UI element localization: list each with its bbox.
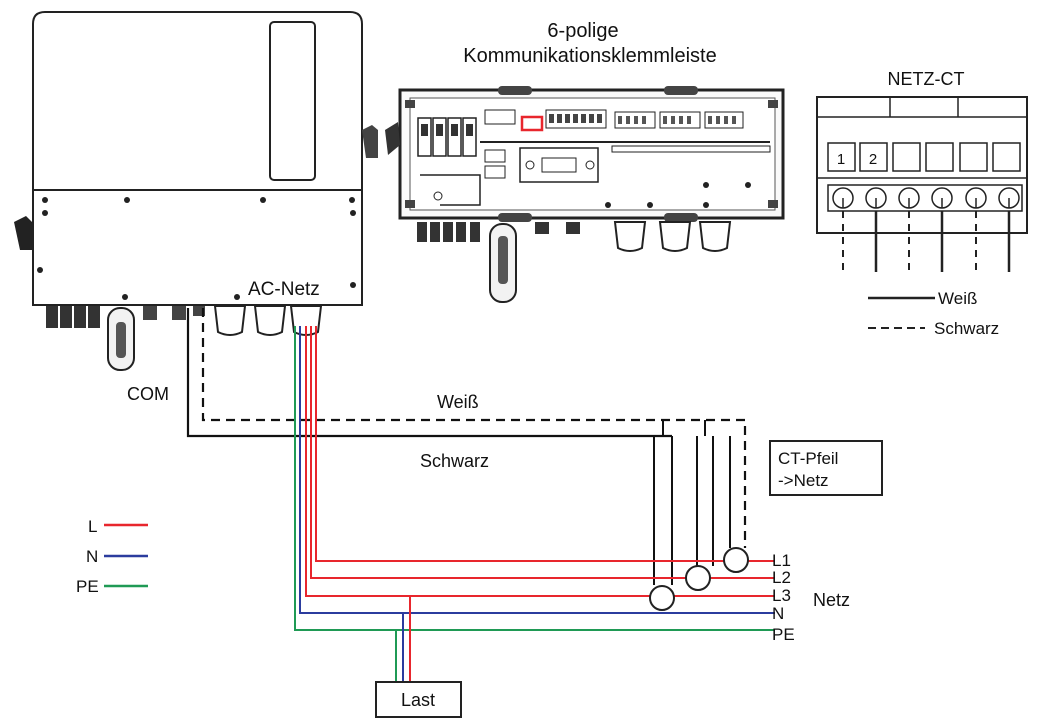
pe-line	[294, 326, 775, 631]
netz-ct-title: NETZ-CT	[888, 69, 965, 89]
ct-arrow-note: CT-Pfeil ->Netz	[769, 440, 883, 496]
ct-sensors	[649, 547, 749, 611]
legend-pe-label: PE	[76, 577, 99, 596]
line-pe-label: PE	[772, 625, 795, 644]
inverter: AC-Netz	[14, 11, 378, 371]
inverter-left-handle	[14, 216, 32, 250]
netz-label: Netz	[813, 590, 850, 610]
wire-schwarz-label: Schwarz	[420, 451, 489, 471]
title-line-1: 6-polige	[547, 20, 618, 42]
legend-l-label: L	[88, 517, 97, 536]
inverter-display-window	[269, 21, 316, 181]
wire-weiss-label: Weiß	[437, 392, 479, 412]
load-label: Last	[401, 690, 435, 710]
l3-line	[305, 326, 775, 597]
legend-solid-label: Weiß	[938, 289, 977, 308]
load-box: Last	[375, 681, 462, 718]
line-l1-label: L1	[772, 551, 791, 570]
inverter-bottom-connectors	[46, 305, 323, 336]
dc-switch	[107, 307, 135, 371]
ct-terminal-1-label: 1	[837, 151, 845, 168]
power-lines	[294, 326, 775, 682]
l1-line	[315, 326, 775, 562]
com-label: COM	[127, 384, 169, 404]
communication-board: 6-polige Kommunikationsklemmleiste	[385, 20, 785, 303]
ct-sensor-l2	[685, 565, 711, 591]
inverter-right-handle	[362, 125, 378, 158]
ac-netz-label: AC-Netz	[248, 279, 320, 300]
ct-arrow-line-1: CT-Pfeil	[778, 449, 838, 468]
six-pin-terminal-highlight	[520, 115, 544, 132]
line-l2-label: L2	[772, 568, 791, 587]
ct-signal-wires	[186, 308, 747, 585]
wire-style-legend: Weiß Schwarz	[868, 289, 999, 338]
line-l3-label: L3	[772, 586, 791, 605]
l2-line	[310, 326, 775, 579]
legend-dashed-label: Schwarz	[934, 319, 999, 338]
color-legend: L N PE	[76, 517, 148, 596]
ct-terminal-2-label: 2	[869, 151, 877, 168]
n-line	[299, 326, 775, 614]
ct-sensor-l1	[723, 547, 749, 573]
netz-ct-block: NETZ-CT 1 2	[816, 69, 1028, 272]
line-n-label: N	[772, 604, 784, 623]
legend-n-label: N	[86, 547, 98, 566]
ct-arrow-line-2: ->Netz	[778, 471, 829, 490]
inverter-screws	[37, 197, 356, 300]
ct-sensor-l3	[649, 585, 675, 611]
title-line-2: Kommunikationsklemmleiste	[463, 45, 716, 67]
